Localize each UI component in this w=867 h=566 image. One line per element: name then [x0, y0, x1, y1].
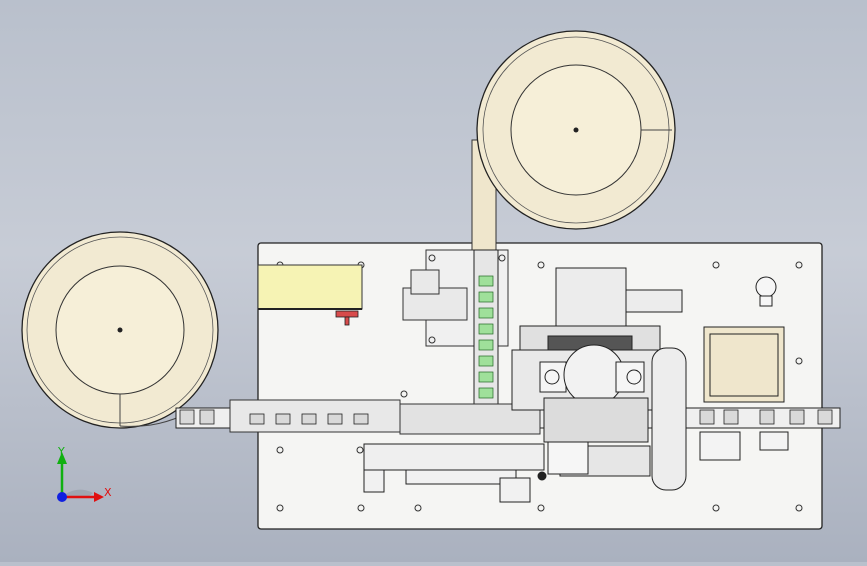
top-reel	[471, 30, 676, 253]
lower-cylinder	[363, 441, 651, 503]
x-axis-label: X	[104, 486, 112, 499]
label-block	[257, 264, 363, 326]
y-axis-label: Y	[57, 445, 65, 458]
right-block	[699, 276, 789, 461]
vertical-tape-track	[473, 249, 499, 431]
motor-assembly	[511, 267, 687, 491]
z-axis-marker	[57, 492, 67, 502]
coordinate-triad: Y X	[57, 445, 112, 502]
left-reel	[21, 231, 219, 429]
